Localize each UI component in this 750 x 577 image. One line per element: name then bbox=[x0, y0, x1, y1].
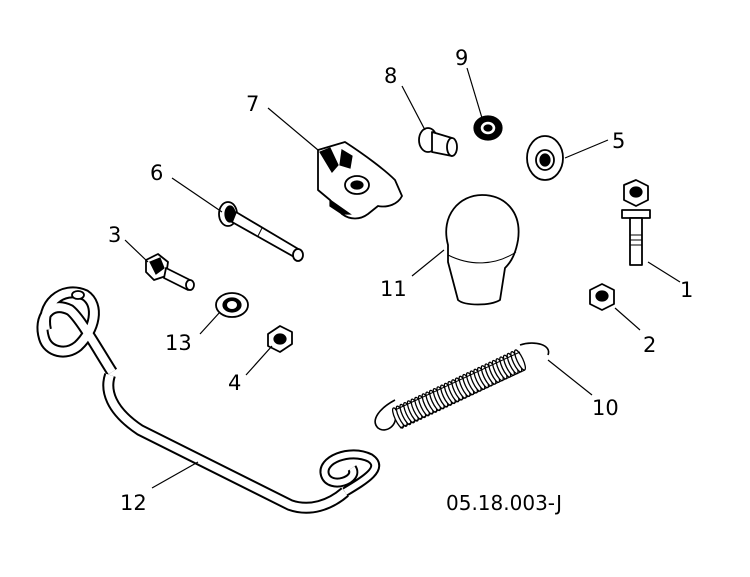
callout-13: 13 bbox=[165, 331, 192, 355]
leader-10 bbox=[547, 359, 593, 396]
part-1-hex-bolt bbox=[621, 179, 651, 266]
part-13-bushing bbox=[215, 292, 249, 318]
part-5-washer bbox=[526, 135, 564, 181]
leader-6 bbox=[171, 177, 223, 213]
leader-13 bbox=[199, 311, 221, 335]
callout-3: 3 bbox=[108, 223, 121, 247]
callout-2: 2 bbox=[643, 333, 656, 357]
leader-4 bbox=[245, 345, 273, 376]
leader-lines bbox=[124, 67, 681, 489]
leader-12 bbox=[151, 461, 199, 489]
leader-9 bbox=[466, 67, 483, 119]
part-10-spring bbox=[374, 342, 550, 431]
callout-1: 1 bbox=[680, 278, 693, 302]
part-9-serrated-nut bbox=[473, 115, 503, 141]
part-3-bolt bbox=[145, 253, 195, 291]
callout-11: 11 bbox=[380, 277, 407, 301]
reference-code: 05.18.003-J bbox=[446, 491, 562, 515]
part-11-knob bbox=[445, 194, 520, 306]
part-8-pin bbox=[418, 127, 458, 157]
callout-12: 12 bbox=[120, 491, 147, 515]
leader-8 bbox=[401, 85, 426, 131]
leader-2 bbox=[614, 307, 641, 331]
leader-7 bbox=[267, 107, 319, 151]
callout-10: 10 bbox=[592, 396, 619, 420]
part-7-bracket bbox=[317, 141, 403, 220]
callout-7: 7 bbox=[246, 92, 259, 116]
callout-labels: 1 2 3 4 5 6 7 8 9 10 11 12 13 bbox=[108, 46, 693, 515]
part-4-flange-nut bbox=[267, 325, 293, 353]
rod-tip bbox=[71, 290, 85, 300]
callout-6: 6 bbox=[150, 161, 163, 185]
callout-9: 9 bbox=[455, 46, 468, 70]
leader-11 bbox=[411, 249, 445, 277]
callout-8: 8 bbox=[384, 64, 397, 88]
leader-1 bbox=[647, 261, 681, 283]
part-2-lock-nut bbox=[589, 283, 615, 311]
part-12-rod bbox=[36, 286, 381, 514]
leader-5 bbox=[564, 139, 609, 159]
part-6-shoulder-bolt bbox=[218, 201, 304, 262]
callout-5: 5 bbox=[612, 129, 625, 153]
callout-4: 4 bbox=[228, 371, 241, 395]
leader-3 bbox=[124, 239, 149, 263]
